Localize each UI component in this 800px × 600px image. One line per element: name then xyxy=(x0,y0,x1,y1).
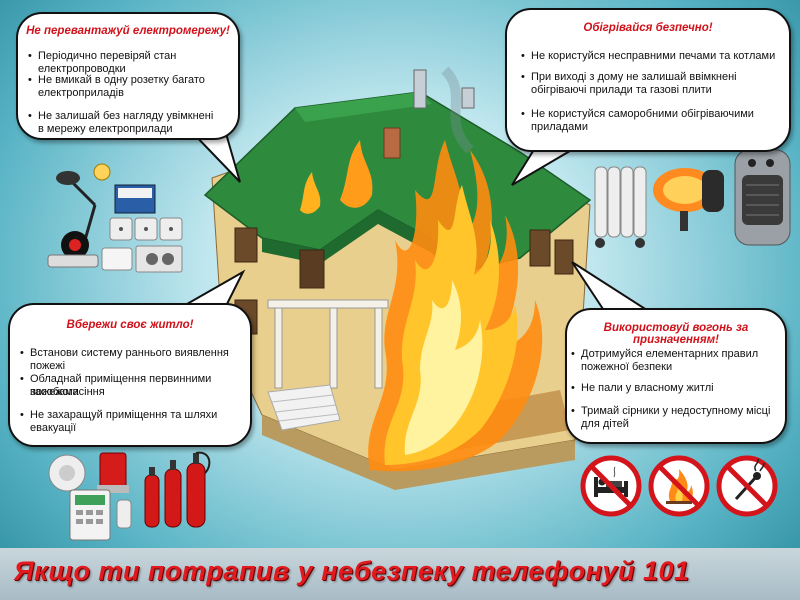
list-item-continued: пожежної безпеки xyxy=(581,361,673,373)
list-item-continued: обігріваючі прилади та газові плити xyxy=(531,84,712,96)
bubble-fire-use-title: Використовуй вогонь за призначенням! xyxy=(603,322,749,346)
list-item-continued: електроприладів xyxy=(38,87,124,99)
list-item-continued: для дітей xyxy=(581,418,629,430)
bubble-heating: Обігрівайся безпечно! Не користуйся несп… xyxy=(505,8,791,152)
no-smoking-in-bed-icon xyxy=(580,455,642,517)
emergency-call-text: Якщо ти потрапив у небезпеку телефонуй 1… xyxy=(14,556,690,586)
bubble-fire-use: Використовуй вогонь за призначенням! Дот… xyxy=(565,308,787,444)
bubble-home: Вбережи своє житло! Встанови систему ран… xyxy=(8,303,252,447)
list-item: Дотримуйся елементарних правил xyxy=(571,348,758,361)
bubble-electricity-title: Не перевантажуй електромережу! xyxy=(26,25,230,37)
list-item: Не залишай без нагляду увімкнені xyxy=(28,110,213,123)
no-matches-icon xyxy=(716,455,778,517)
fire-flames xyxy=(300,140,543,472)
bubble-electricity: Не перевантажуй електромережу! Періодичн… xyxy=(16,12,240,140)
list-item: Не користуйся саморобними обігріваючими xyxy=(521,108,754,121)
list-item-continued: в мережу електроприлади xyxy=(38,123,173,135)
list-item: Встанови систему раннього виявлення поже… xyxy=(20,347,250,373)
no-open-fire-icon xyxy=(648,455,710,517)
electrical-appliances-icon xyxy=(47,163,183,273)
footer-banner xyxy=(0,548,800,600)
list-item: Тримай сірники у недоступному місці xyxy=(571,405,770,418)
list-item: Не пали у власному житлі xyxy=(571,382,714,395)
list-item-continued: приладами xyxy=(531,121,588,133)
fire-safety-equipment-icon xyxy=(48,451,211,541)
list-item: Обладнай приміщення первинними засобами xyxy=(20,373,250,399)
heaters-icon xyxy=(594,149,791,248)
list-item-continued: пожежогасіння xyxy=(30,386,105,398)
list-item: Періодично перевіряй стан електропроводк… xyxy=(28,50,238,76)
bubble-heating-title: Обігрівайся безпечно! xyxy=(583,22,713,34)
list-item: Не захаращуй приміщення та шляхи евакуац… xyxy=(20,409,250,435)
list-item: Не вмикай в одну розетку багато xyxy=(28,74,205,87)
bubble-home-title: Вбережи своє житло! xyxy=(66,319,194,331)
list-item: При виході з дому не залишай ввімкнені xyxy=(521,71,737,84)
list-item: Не користуйся несправними печами та котл… xyxy=(521,50,775,63)
